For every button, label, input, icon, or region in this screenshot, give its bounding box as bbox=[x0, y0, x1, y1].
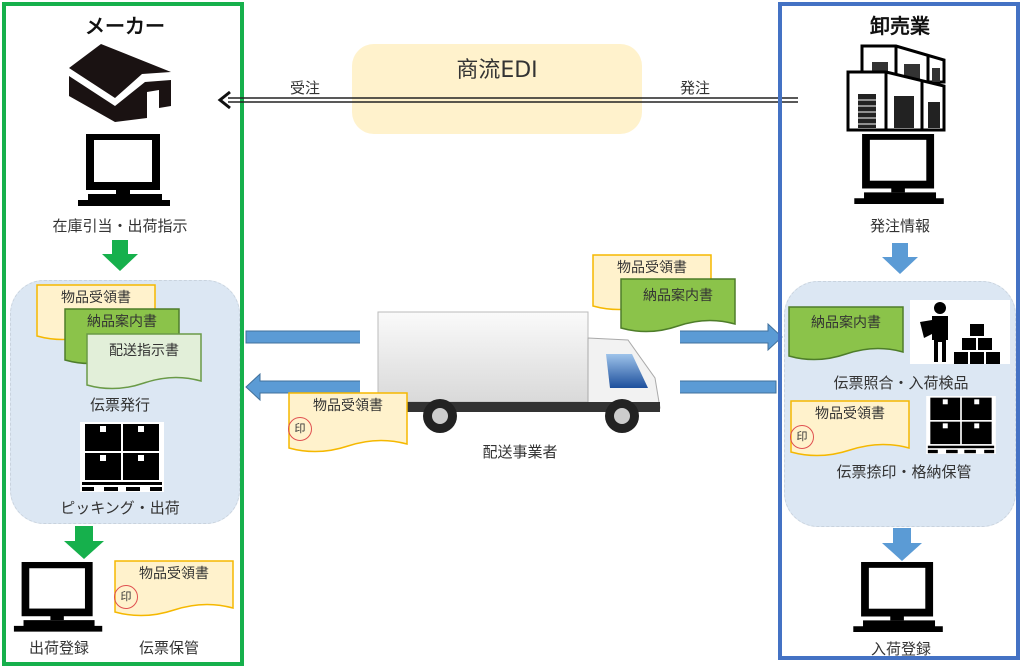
maker-title: メーカー bbox=[85, 14, 165, 38]
pallet-boxes-icon bbox=[80, 422, 164, 492]
pallet-boxes-icon bbox=[926, 396, 996, 454]
slip-check-inspection-label: 伝票照合・入荷検品 bbox=[833, 374, 969, 392]
slip-issue-label: 伝票発行 bbox=[89, 396, 150, 414]
carrier-delivery-note-document: 納品案内書 bbox=[620, 278, 736, 334]
wholesale-stamped-receipt-document: 物品受領書 印 bbox=[790, 400, 910, 458]
order-received-label: 受注 bbox=[289, 79, 320, 97]
computer-icon bbox=[853, 562, 943, 633]
stored-receipt-document: 物品受領書 印 bbox=[114, 560, 234, 618]
edi-flow-arrow bbox=[217, 90, 798, 110]
seal-stamp: 印 bbox=[790, 425, 814, 449]
edi-title: 商流EDI bbox=[456, 58, 538, 83]
maker-panel bbox=[2, 2, 244, 666]
delivery-truck-icon bbox=[360, 308, 680, 438]
order-info-label: 発注情報 bbox=[869, 217, 930, 235]
inspector-boxes-icon bbox=[910, 300, 1010, 364]
down-arrow-icon bbox=[882, 528, 922, 561]
receiving-register-label: 入荷登録 bbox=[870, 640, 931, 658]
seal-stamp: 印 bbox=[114, 585, 138, 609]
computer-icon bbox=[78, 134, 170, 206]
delivery-instruction-document: 配送指示書 bbox=[86, 333, 202, 391]
shipment-register-label: 出荷登録 bbox=[28, 639, 89, 657]
wholesale-title: 卸売業 bbox=[870, 14, 930, 38]
down-arrow-icon bbox=[882, 243, 918, 274]
down-arrow-icon bbox=[64, 526, 104, 559]
carrier-stamped-receipt-document: 物品受領書 印 bbox=[288, 392, 408, 454]
commercial-edi-box bbox=[352, 44, 642, 134]
order-placed-label: 発注 bbox=[679, 79, 710, 97]
slip-storage-label: 伝票保管 bbox=[138, 639, 199, 657]
seal-stamp: 印 bbox=[288, 417, 312, 441]
wholesale-panel bbox=[778, 2, 1020, 660]
computer-icon bbox=[13, 562, 103, 632]
computer-icon bbox=[854, 134, 944, 205]
warehouse-icon bbox=[846, 42, 950, 132]
down-arrow-icon bbox=[102, 240, 138, 271]
carrier-label: 配送事業者 bbox=[482, 443, 558, 461]
picking-shipping-label: ピッキング・出荷 bbox=[60, 499, 180, 517]
stamp-storage-label: 伝票捺印・格納保管 bbox=[836, 463, 972, 481]
received-delivery-note-document: 納品案内書 bbox=[788, 306, 904, 362]
stock-allocation-label: 在庫引当・出荷指示 bbox=[52, 217, 188, 235]
factory-icon bbox=[69, 44, 171, 122]
